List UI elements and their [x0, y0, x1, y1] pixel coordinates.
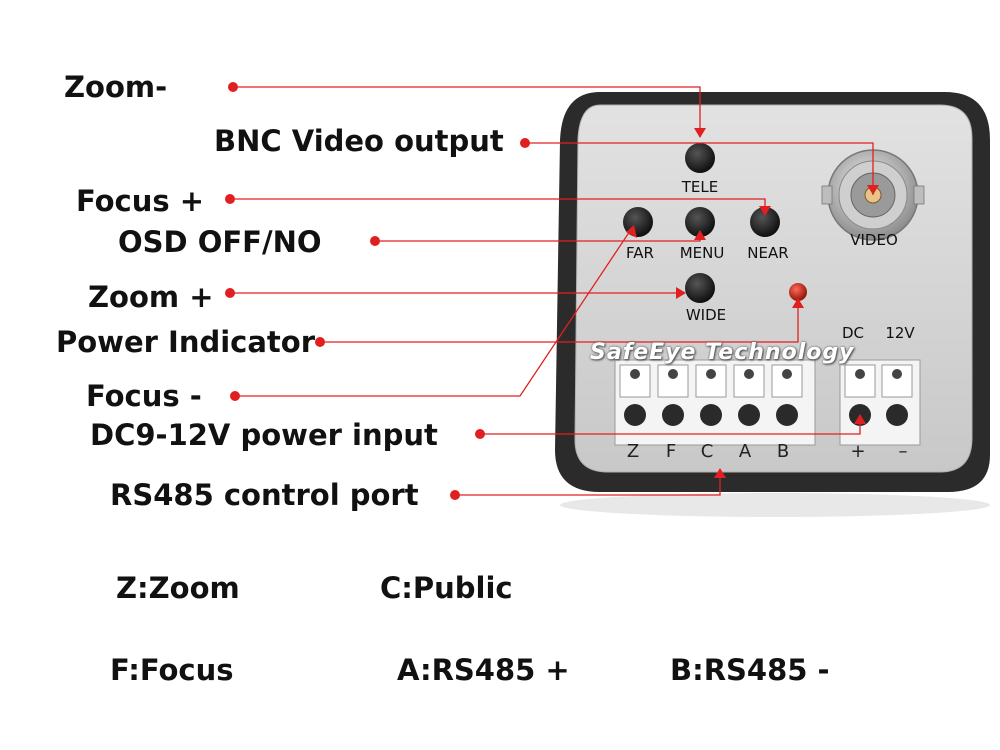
tele-button[interactable]: [685, 143, 715, 173]
terminal-label-a: A: [738, 441, 752, 462]
terminal-plus[interactable]: [844, 364, 876, 426]
arrowhead-near: [759, 206, 771, 216]
rs485-terminal-block[interactable]: [614, 359, 816, 446]
terminal-label-f: F: [665, 441, 677, 462]
dc-label: DC: [841, 324, 865, 342]
camera-shadow: [560, 493, 990, 517]
terminal-label-c: C: [700, 441, 714, 462]
callout-zoom-plus: Zoom +: [88, 280, 214, 314]
terminal-label-plus: +: [850, 441, 866, 462]
legend-z: Z:Zoom: [116, 571, 240, 605]
power-led: [789, 283, 807, 301]
near-label: NEAR: [747, 244, 789, 262]
callout-rs485-control-port: RS485 control port: [110, 478, 419, 512]
callout-line-rs485: [455, 470, 721, 496]
terminal-minus[interactable]: [881, 364, 913, 426]
legend-b: B:RS485 -: [670, 653, 830, 687]
callout-line-focus-minus: [235, 227, 633, 397]
tele-label: TELE: [681, 178, 719, 196]
arrowhead-tele: [694, 128, 706, 138]
video-label: VIDEO: [850, 231, 898, 249]
terminal-f[interactable]: [657, 364, 689, 426]
terminal-label-minus: –: [898, 441, 908, 462]
callout-dc-power-input: DC9-12V power input: [90, 418, 438, 452]
far-label: FAR: [626, 244, 654, 262]
menu-label: MENU: [679, 244, 725, 262]
terminal-c[interactable]: [695, 364, 727, 426]
wide-label: WIDE: [685, 306, 727, 324]
near-button[interactable]: [750, 207, 780, 237]
callout-focus-minus: Focus -: [86, 379, 202, 413]
callout-dot-dc: [475, 429, 485, 439]
arrowhead-menu: [694, 230, 706, 240]
callout-dot-zoom-plus: [225, 288, 235, 298]
callout-bnc-video-output: BNC Video output: [214, 124, 504, 158]
arrowhead-plus: [854, 414, 866, 424]
arrowhead-bnc: [867, 185, 879, 195]
callout-line-bnc: [525, 142, 874, 195]
terminal-label-z: Z: [626, 441, 640, 462]
wide-button[interactable]: [685, 273, 715, 303]
callout-line-zoom-minus: [233, 86, 701, 137]
arrowhead-led: [792, 298, 804, 308]
callout-dot-focus-minus: [230, 391, 240, 401]
callout-dot-focus-plus: [225, 194, 235, 204]
callout-dot-bnc: [520, 138, 530, 148]
arrowhead-far: [626, 225, 637, 238]
callout-osd-off-no: OSD OFF/NO: [118, 225, 322, 259]
callout-focus-plus: Focus +: [76, 184, 205, 218]
callout-line-power: [320, 300, 799, 343]
menu-button[interactable]: [685, 207, 715, 237]
legend-f: F:Focus: [110, 653, 234, 687]
terminal-b[interactable]: [771, 364, 803, 426]
callout-power-indicator: Power Indicator: [56, 325, 316, 359]
terminal-a[interactable]: [733, 364, 765, 426]
v12-label: 12V: [885, 324, 915, 342]
callout-arrowheads: [626, 128, 879, 478]
callout-zoom-minus: Zoom-: [64, 70, 168, 104]
arrowhead-rs485: [714, 468, 726, 478]
watermark: SafeEye Technology: [590, 340, 855, 365]
callout-dots: [225, 82, 530, 500]
power-terminal-block[interactable]: [839, 359, 921, 446]
terminal-z[interactable]: [619, 364, 651, 426]
callout-dot-power: [315, 337, 325, 347]
arrowhead-wide: [676, 287, 686, 299]
callout-dot-osd: [370, 236, 380, 246]
terminal-label-b: B: [776, 441, 790, 462]
callout-dot-zoom-minus: [228, 82, 238, 92]
callout-dot-rs485: [450, 490, 460, 500]
legend-c: C:Public: [380, 571, 513, 605]
legend-a: A:RS485 +: [397, 653, 570, 687]
